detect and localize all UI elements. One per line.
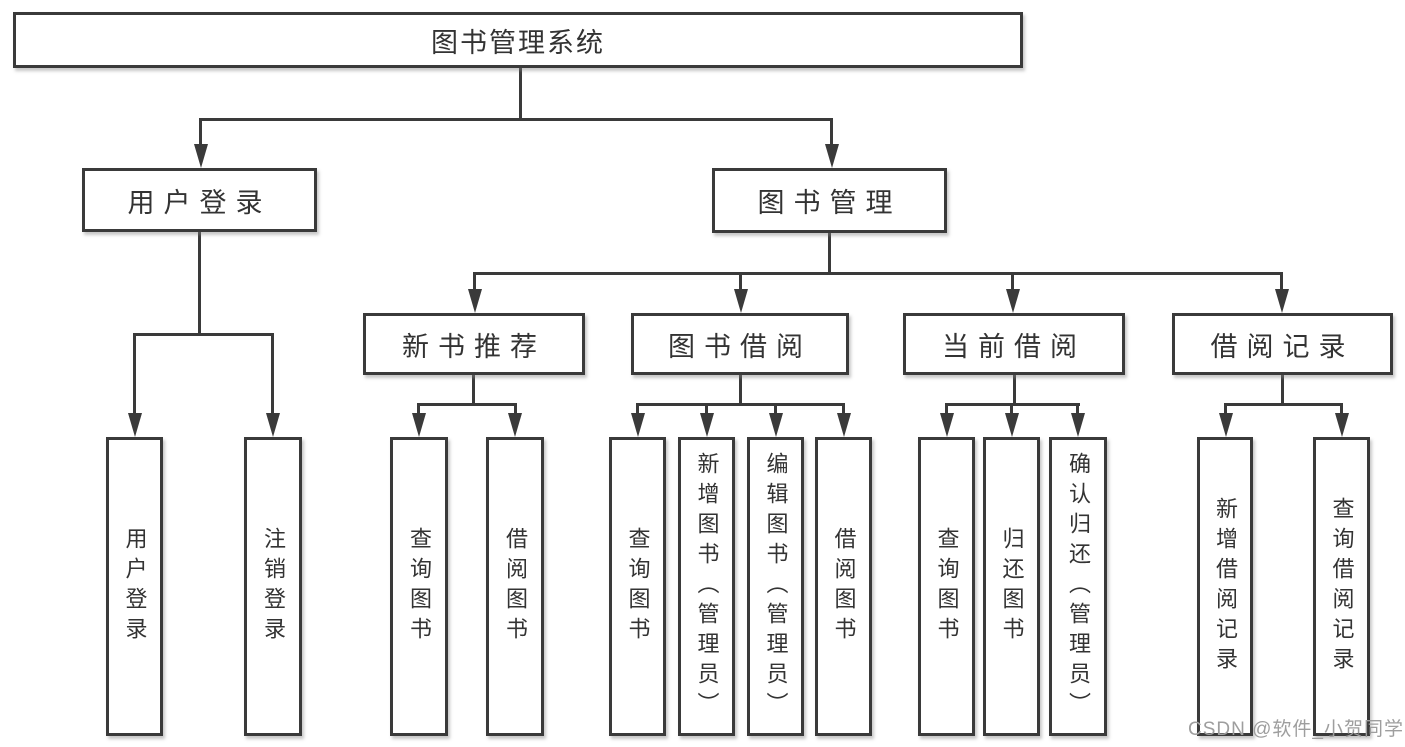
leaf-cb-query-books: 查询图书: [918, 437, 975, 736]
connector-stem-br-add: [1224, 406, 1227, 415]
leaf-cb-query-books-label: 查询图书: [934, 526, 960, 647]
connector-drop-login-leaf: [133, 336, 136, 415]
connector-user-login-rail: [133, 333, 274, 336]
connector-user-login-trunk: [198, 232, 201, 335]
csdn-watermark: CSDN @软件_小贺同学: [1188, 719, 1404, 740]
connector-current-borrow-trunk: [1013, 375, 1016, 405]
leaf-cb-return-books-label: 归还图书: [999, 526, 1025, 647]
connector-drop-current-borrow: [1011, 275, 1014, 291]
node-root-system: 图书管理系统: [13, 12, 1023, 68]
connector-book-management-trunk: [828, 233, 831, 275]
arrowhead-br-add: [1219, 413, 1233, 437]
connector-stem-bb-edit: [774, 406, 777, 415]
leaf-user-login-label: 用户登录: [122, 526, 148, 647]
arrowhead-cb-confirm: [1071, 413, 1085, 437]
leaf-br-query-record: 查询借阅记录: [1313, 437, 1370, 736]
arrowhead-logout-leaf: [266, 413, 280, 437]
connector-drop-borrow-records: [1280, 275, 1283, 291]
leaf-nb-borrow-books: 借阅图书: [486, 437, 544, 736]
connector-drop-new-book: [473, 275, 476, 291]
leaf-cb-confirm-return-admin: 确认归还（管理员）: [1049, 437, 1107, 736]
arrowhead-login-leaf: [128, 413, 142, 437]
node-book-management-label: 图书管理: [757, 188, 902, 218]
arrowhead-bb-edit: [769, 413, 783, 437]
node-user-login-label: 用户登录: [127, 187, 272, 218]
node-root-label: 图书管理系统: [431, 27, 605, 58]
leaf-logout: 注销登录: [244, 437, 302, 736]
node-current-borrow: 当前借阅: [903, 313, 1125, 375]
connector-borrow-records-trunk: [1281, 375, 1284, 405]
node-borrow-records: 借阅记录: [1172, 313, 1393, 375]
leaf-user-login: 用户登录: [106, 437, 163, 736]
connector-root-rail: [199, 118, 833, 121]
arrowhead-new-book: [468, 289, 482, 313]
connector-stem-cb-return: [1010, 406, 1013, 415]
connector-level2-rail: [473, 272, 1283, 275]
leaf-cb-return-books: 归还图书: [983, 437, 1040, 736]
leaf-nb-query-books-label: 查询图书: [407, 526, 432, 647]
connector-new-book-rail: [417, 403, 517, 406]
connector-drop-book-management: [830, 121, 833, 147]
node-current-borrow-label: 当前借阅: [942, 331, 1086, 362]
leaf-bb-edit-books-admin-label: 编辑图书（管理员）: [763, 451, 789, 722]
connector-current-borrow-rail: [945, 403, 1080, 406]
arrowhead-borrow-records: [1275, 289, 1289, 313]
connector-book-borrow-trunk: [739, 375, 742, 405]
leaf-bb-edit-books-admin: 编辑图书（管理员）: [747, 437, 804, 736]
connector-stem-nb-borrow: [514, 406, 517, 415]
arrowhead-cb-query: [940, 413, 954, 437]
arrowhead-cb-return: [1005, 413, 1019, 437]
connector-drop-user-login: [199, 121, 202, 147]
connector-stem-nb-query: [417, 406, 420, 415]
leaf-logout-label: 注销登录: [261, 526, 286, 647]
leaf-br-query-record-label: 查询借阅记录: [1329, 496, 1355, 677]
node-new-book-recommend: 新书推荐: [363, 313, 585, 375]
leaf-bb-borrow-books-label: 借阅图书: [831, 526, 857, 647]
arrowhead-book-borrow: [734, 289, 748, 313]
leaf-br-add-record: 新增借阅记录: [1197, 437, 1253, 736]
connector-stem-bb-add: [705, 406, 708, 415]
connector-stem-cb-query: [945, 406, 948, 415]
leaf-br-add-record-label: 新增借阅记录: [1213, 496, 1238, 677]
leaf-nb-query-books: 查询图书: [390, 437, 448, 736]
arrowhead-bb-borrow: [837, 413, 851, 437]
node-user-login: 用户登录: [82, 168, 317, 232]
arrowhead-bb-query: [631, 413, 645, 437]
arrowhead-nb-borrow: [508, 413, 522, 437]
connector-stem-bb-query: [636, 406, 639, 415]
arrowhead-current-borrow: [1006, 289, 1020, 313]
connector-book-borrow-rail: [636, 403, 845, 406]
leaf-bb-add-books-admin-label: 新增图书（管理员）: [694, 451, 720, 722]
connector-root-trunk: [519, 67, 522, 121]
connector-stem-cb-confirm: [1076, 406, 1079, 415]
leaf-cb-confirm-return-admin-label: 确认归还（管理员）: [1066, 451, 1091, 722]
node-book-management: 图书管理: [712, 168, 947, 233]
leaf-nb-borrow-books-label: 借阅图书: [503, 526, 528, 647]
leaf-bb-borrow-books: 借阅图书: [815, 437, 872, 736]
connector-stem-br-query: [1340, 406, 1343, 415]
connector-drop-logout-leaf: [271, 336, 274, 415]
node-book-borrow: 图书借阅: [631, 313, 849, 375]
connector-borrow-records-rail: [1224, 403, 1343, 406]
connector-drop-book-borrow: [739, 275, 742, 291]
connector-new-book-trunk: [472, 375, 475, 405]
arrowhead-nb-query: [412, 413, 426, 437]
leaf-bb-query-books-label: 查询图书: [625, 526, 651, 647]
node-borrow-records-label: 借阅记录: [1210, 331, 1355, 362]
leaf-bb-add-books-admin: 新增图书（管理员）: [678, 437, 735, 736]
arrowhead-book-management: [825, 144, 839, 168]
arrowhead-br-query: [1335, 413, 1349, 437]
leaf-bb-query-books: 查询图书: [609, 437, 666, 736]
node-book-borrow-label: 图书借阅: [668, 331, 812, 362]
connector-stem-bb-borrow: [842, 406, 845, 415]
node-new-book-recommend-label: 新书推荐: [402, 331, 546, 362]
arrowhead-bb-add: [700, 413, 714, 437]
arrowhead-user-login: [194, 144, 208, 168]
